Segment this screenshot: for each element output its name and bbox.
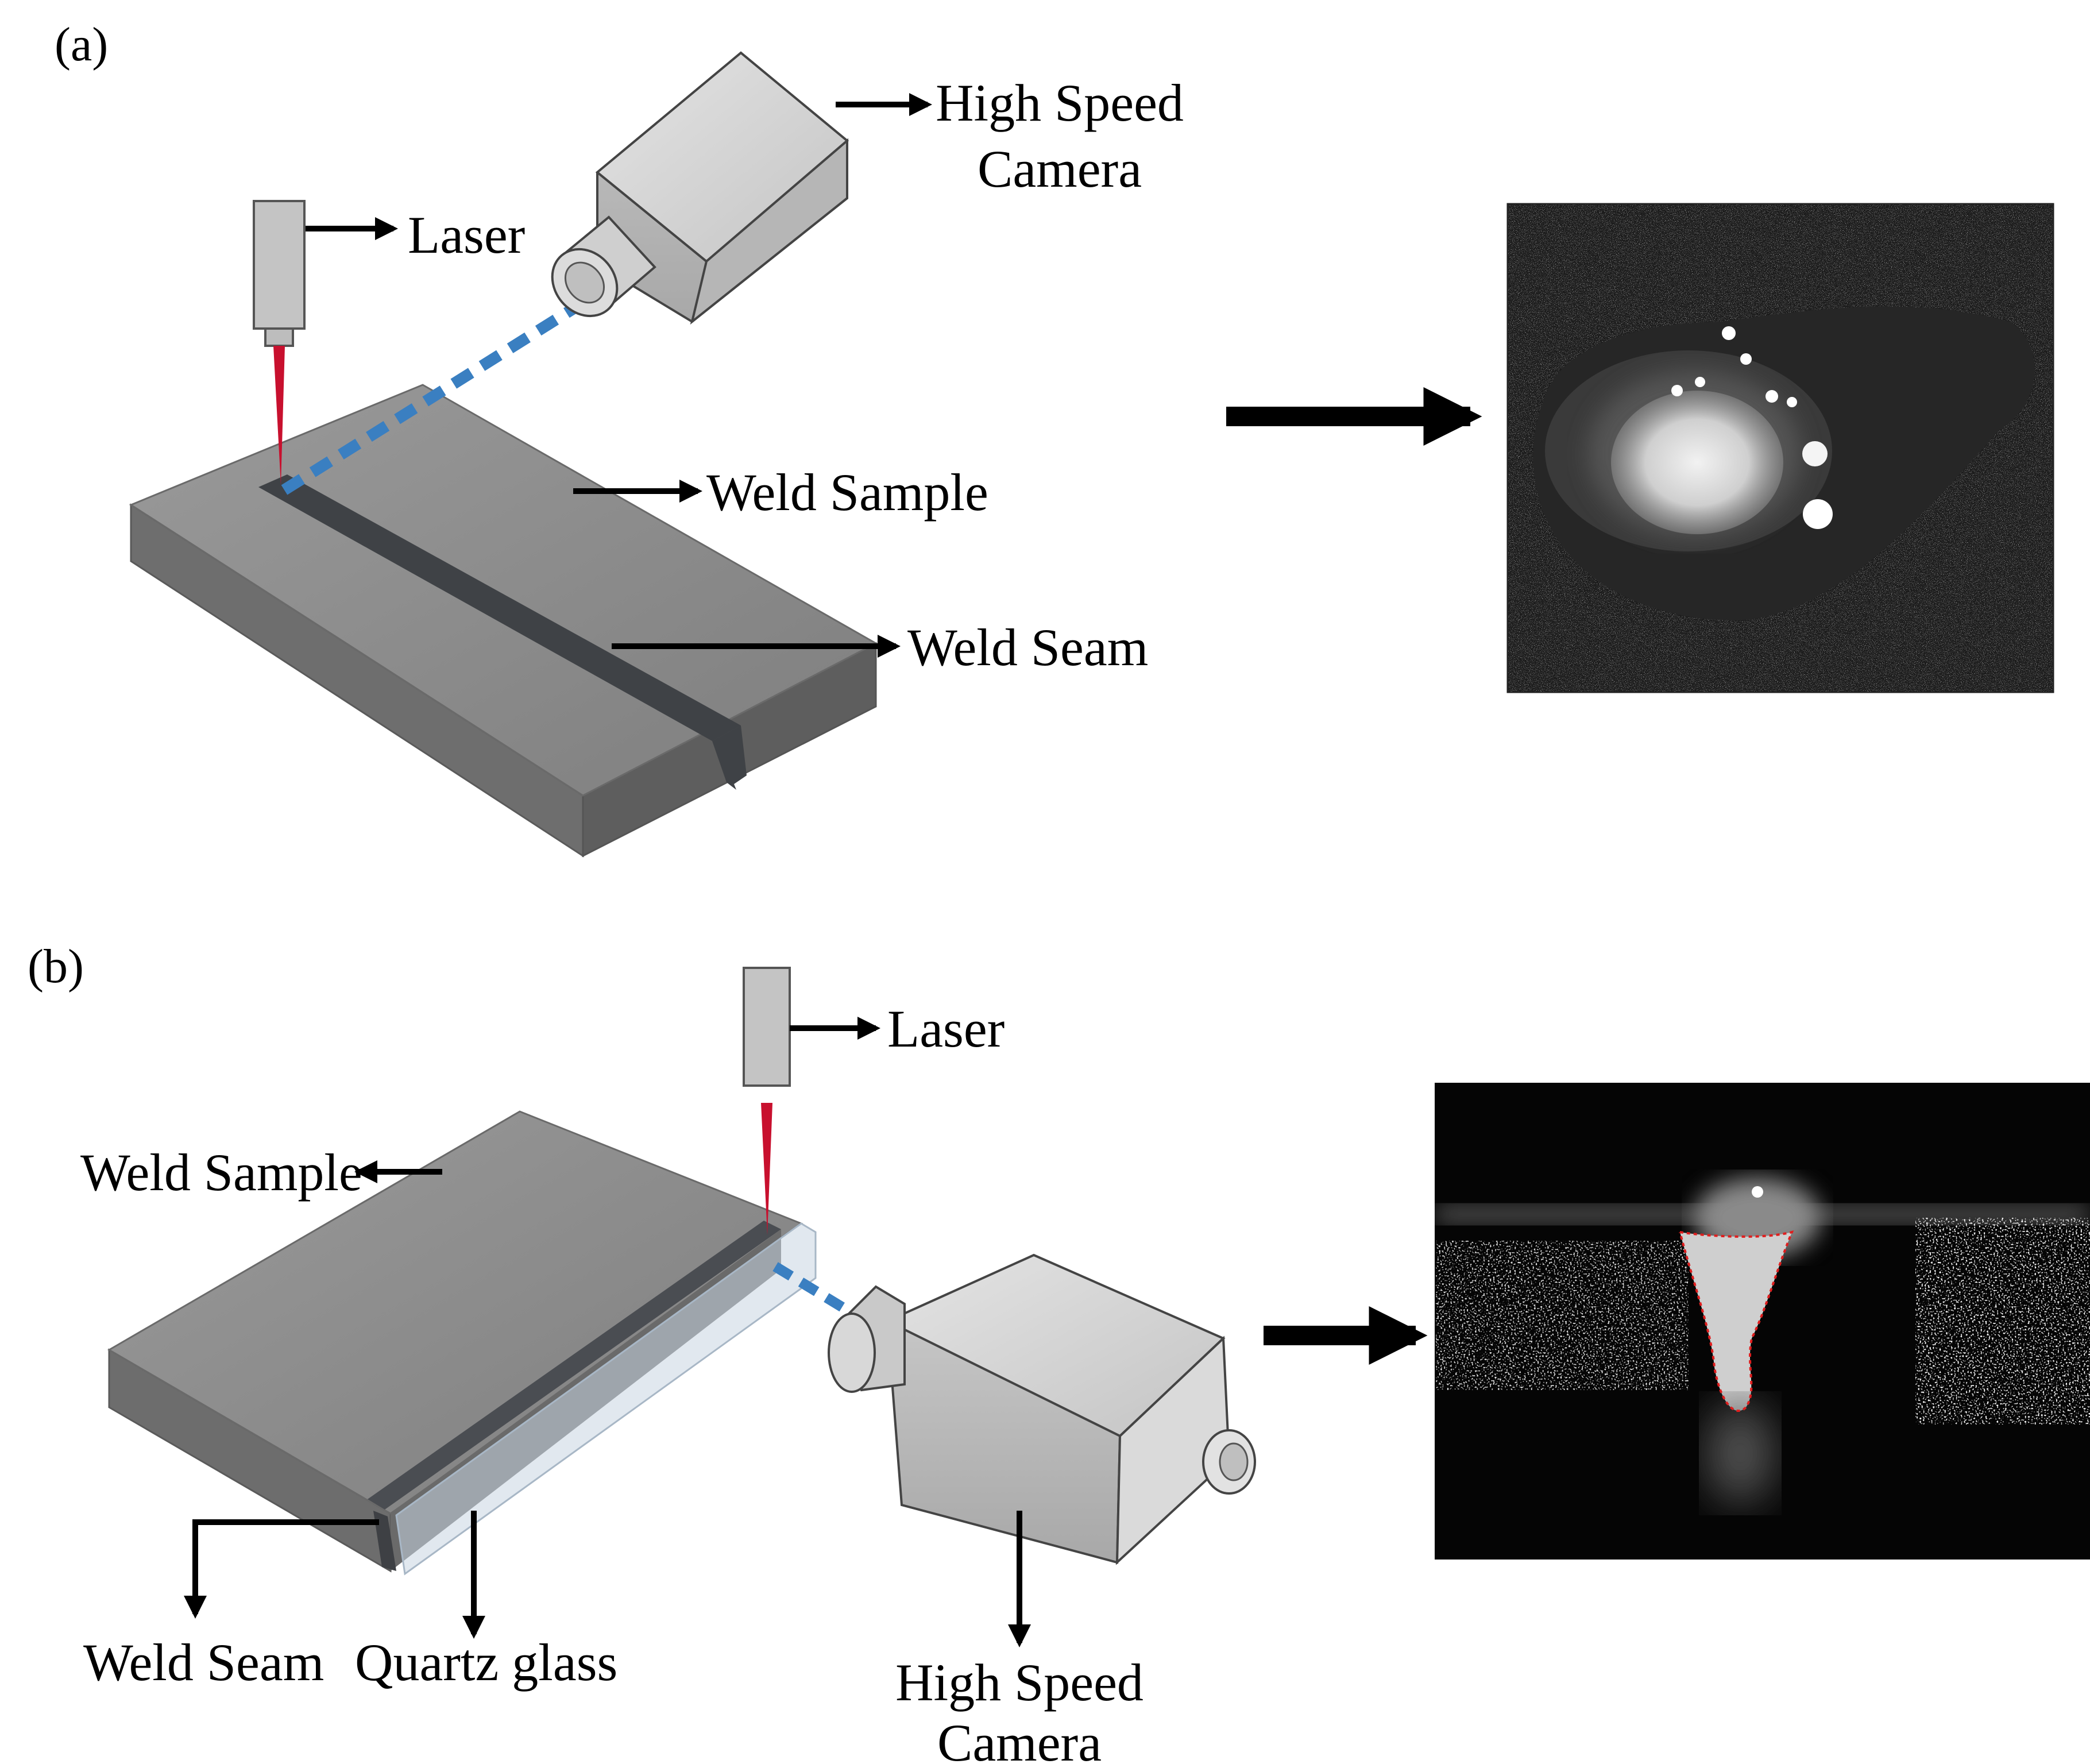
keyhole-plume-b [1680,1232,1792,1411]
panel-b-label: (b) [28,940,84,993]
weld-sample-label-a: Weld Sample [706,463,988,522]
camera-label-b-line1: High Speed [895,1653,1143,1712]
camera-icon-b [828,1253,1256,1565]
camera-frame-a [1508,204,2053,692]
weld-seam-label-a: Weld Seam [907,618,1148,677]
laser-beam-a [273,346,285,485]
laser-label-b: Laser [887,999,1005,1058]
camera-label-b-line2: Camera [937,1713,1102,1764]
camera-label-a-line1: High Speed [936,74,1184,132]
weld-seam-a [258,474,741,741]
camera-sightline-b [772,1262,859,1320]
camera-icon [551,51,849,325]
panel-a: (a) [55,18,2054,858]
laser-head-icon-b [743,967,791,1235]
weld-seam-arrow-b [184,1519,379,1619]
weld-sample-label-b: Weld Sample [80,1143,362,1202]
camera-frame-b [1435,1083,2090,1560]
panel-b: (b) [28,940,2090,1764]
weld-seam-b [368,1221,781,1510]
laser-head-icon [253,200,306,485]
panel-a-label: (a) [55,18,108,71]
keyhole-outline-b [1679,1230,1794,1412]
weld-seam-label-b: Weld Seam [83,1633,324,1692]
camera-sightline-a [281,299,584,495]
laser-label-a: Laser [408,206,525,264]
quartz-glass-b [395,1222,817,1576]
camera-label-a-line2: Camera [978,140,1142,198]
laser-beam-b [761,1103,772,1235]
quartz-glass-label-b: Quartz glass [355,1633,617,1692]
weld-sample-block-a [129,384,878,858]
weld-sample-block-b [107,1110,817,1576]
melt-pool-a [1611,391,1783,534]
